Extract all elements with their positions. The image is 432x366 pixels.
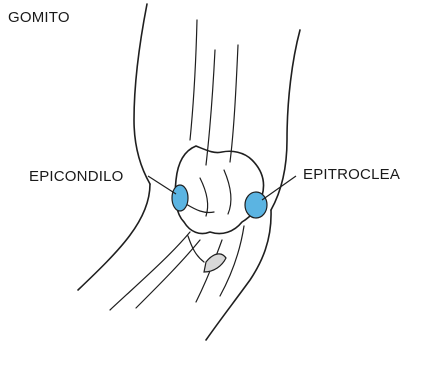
diagram-title: GOMITO	[8, 9, 70, 26]
epicondyle-highlight	[172, 185, 188, 211]
label-epitroclea: EPITROCLEA	[303, 166, 400, 183]
label-epicondilo: EPICONDILO	[29, 168, 124, 185]
pointer-epicondilo	[148, 176, 176, 194]
epitrochlea-highlight	[245, 192, 267, 218]
pointer-epitroclea	[262, 176, 296, 200]
upper-arm-outline	[134, 4, 300, 210]
humerus-distal	[175, 146, 263, 234]
